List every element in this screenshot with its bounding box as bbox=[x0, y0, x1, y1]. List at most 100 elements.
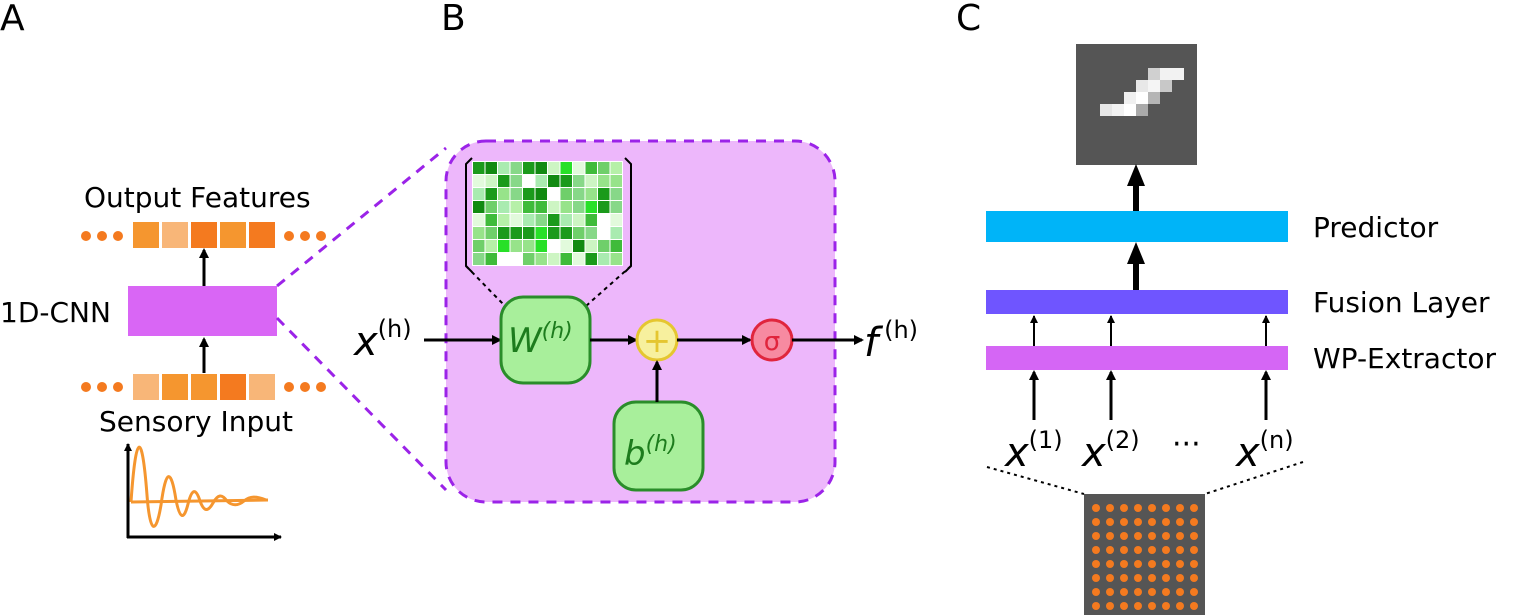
weight-cell bbox=[485, 188, 497, 200]
x1-label: x(1) bbox=[1003, 426, 1063, 476]
signal-plot bbox=[124, 443, 282, 541]
feature-dot bbox=[97, 231, 107, 241]
input-cell bbox=[249, 374, 275, 400]
weight-cell bbox=[610, 188, 622, 200]
weight-cell bbox=[610, 227, 622, 239]
weight-cell bbox=[585, 253, 597, 265]
matrix-callout-left bbox=[465, 265, 506, 307]
weight-cell bbox=[473, 188, 485, 200]
output-features-label: Output Features bbox=[84, 181, 311, 214]
output-image-pixel bbox=[1160, 68, 1172, 80]
panel-b: x(h) W(h) + b(h) σ f(h) bbox=[352, 139, 918, 504]
sensor-dot bbox=[1106, 546, 1114, 554]
predictor-to-image-arrow-head bbox=[1127, 164, 1145, 186]
cnn-label: 1D-CNN bbox=[0, 296, 111, 329]
sensor-dot bbox=[1120, 602, 1128, 610]
weight-cell bbox=[535, 201, 547, 213]
output-image-pixel bbox=[1172, 68, 1184, 80]
sensor-dot bbox=[1176, 560, 1184, 568]
sensor-dot bbox=[1120, 574, 1128, 582]
weight-cell bbox=[498, 162, 510, 174]
panel-label-c: C bbox=[956, 0, 981, 39]
weight-cell bbox=[560, 240, 572, 252]
weight-cell bbox=[498, 253, 510, 265]
weight-cell bbox=[485, 240, 497, 252]
wp-extractor-layer bbox=[986, 346, 1288, 370]
feature-cell bbox=[249, 222, 275, 248]
sensor-dot bbox=[1120, 532, 1128, 540]
weight-cell bbox=[585, 201, 597, 213]
sensor-dot bbox=[1148, 602, 1156, 610]
sensor-dot bbox=[1162, 560, 1170, 568]
sensor-dot bbox=[1190, 574, 1198, 582]
xn-label: x(n) bbox=[1234, 426, 1294, 476]
panel-label-a: A bbox=[0, 0, 25, 39]
sensor-dot bbox=[1148, 546, 1156, 554]
output-image-pixel bbox=[1112, 104, 1124, 116]
weight-cell bbox=[548, 253, 560, 265]
output-image-pixel bbox=[1160, 80, 1172, 92]
sensor-dot bbox=[1120, 560, 1128, 568]
weight-cell bbox=[598, 253, 610, 265]
weight-cell bbox=[523, 227, 535, 239]
weight-cell bbox=[523, 201, 535, 213]
weight-cell bbox=[473, 175, 485, 187]
weight-cell bbox=[548, 240, 560, 252]
fusion-layer bbox=[986, 290, 1288, 314]
weight-cell bbox=[560, 175, 572, 187]
matrix-bracket-right bbox=[624, 157, 632, 273]
weight-cell bbox=[498, 227, 510, 239]
sensor-dot bbox=[1092, 546, 1100, 554]
weight-cell bbox=[523, 175, 535, 187]
sensor-dot bbox=[1190, 532, 1198, 540]
weight-cell bbox=[535, 188, 547, 200]
sensor-dot bbox=[1162, 504, 1170, 512]
weight-cell bbox=[535, 214, 547, 226]
weight-cell bbox=[535, 175, 547, 187]
feature-cell bbox=[191, 222, 217, 248]
panel-label-b: B bbox=[441, 0, 466, 39]
weight-cell bbox=[510, 214, 522, 226]
weight-cell bbox=[548, 214, 560, 226]
fusion-to-predictor-arrow-head bbox=[1127, 242, 1145, 264]
weight-cell bbox=[485, 162, 497, 174]
weight-cell bbox=[585, 227, 597, 239]
weight-cell bbox=[473, 240, 485, 252]
weight-cell bbox=[510, 253, 522, 265]
sensor-dot bbox=[1092, 504, 1100, 512]
x-h-input-label: x(h) bbox=[352, 315, 412, 365]
weight-cell bbox=[535, 162, 547, 174]
output-image-pixel bbox=[1136, 80, 1148, 92]
weight-cell bbox=[510, 201, 522, 213]
weight-cell bbox=[498, 214, 510, 226]
sensor-dot bbox=[1176, 574, 1184, 582]
sensor-dot bbox=[1190, 504, 1198, 512]
sensor-dot bbox=[1148, 504, 1156, 512]
weight-cell bbox=[560, 214, 572, 226]
sensor-dot bbox=[1148, 560, 1156, 568]
weight-cell bbox=[473, 162, 485, 174]
sensor-dot bbox=[1176, 602, 1184, 610]
weight-cell bbox=[473, 227, 485, 239]
weight-cell bbox=[573, 201, 585, 213]
sensor-dot bbox=[1176, 504, 1184, 512]
sensor-dot bbox=[1120, 518, 1128, 526]
sensor-dot bbox=[1148, 518, 1156, 526]
plus-icon: + bbox=[643, 321, 672, 361]
weight-cell bbox=[585, 214, 597, 226]
sensor-dot bbox=[1148, 574, 1156, 582]
sensor-dot bbox=[1148, 532, 1156, 540]
zoom-line-bottom bbox=[275, 316, 448, 492]
sensor-dot bbox=[1162, 532, 1170, 540]
sensor-dot bbox=[1190, 560, 1198, 568]
sensor-dot bbox=[1190, 518, 1198, 526]
input-dot bbox=[284, 382, 294, 392]
zoom-line-top bbox=[276, 146, 447, 288]
sensor-dot bbox=[1106, 532, 1114, 540]
signal-curve bbox=[129, 445, 267, 528]
weight-cell bbox=[598, 162, 610, 174]
sensor-dot bbox=[1162, 574, 1170, 582]
weight-cell bbox=[535, 227, 547, 239]
wp-extractor-label: WP-Extractor bbox=[1313, 342, 1496, 375]
